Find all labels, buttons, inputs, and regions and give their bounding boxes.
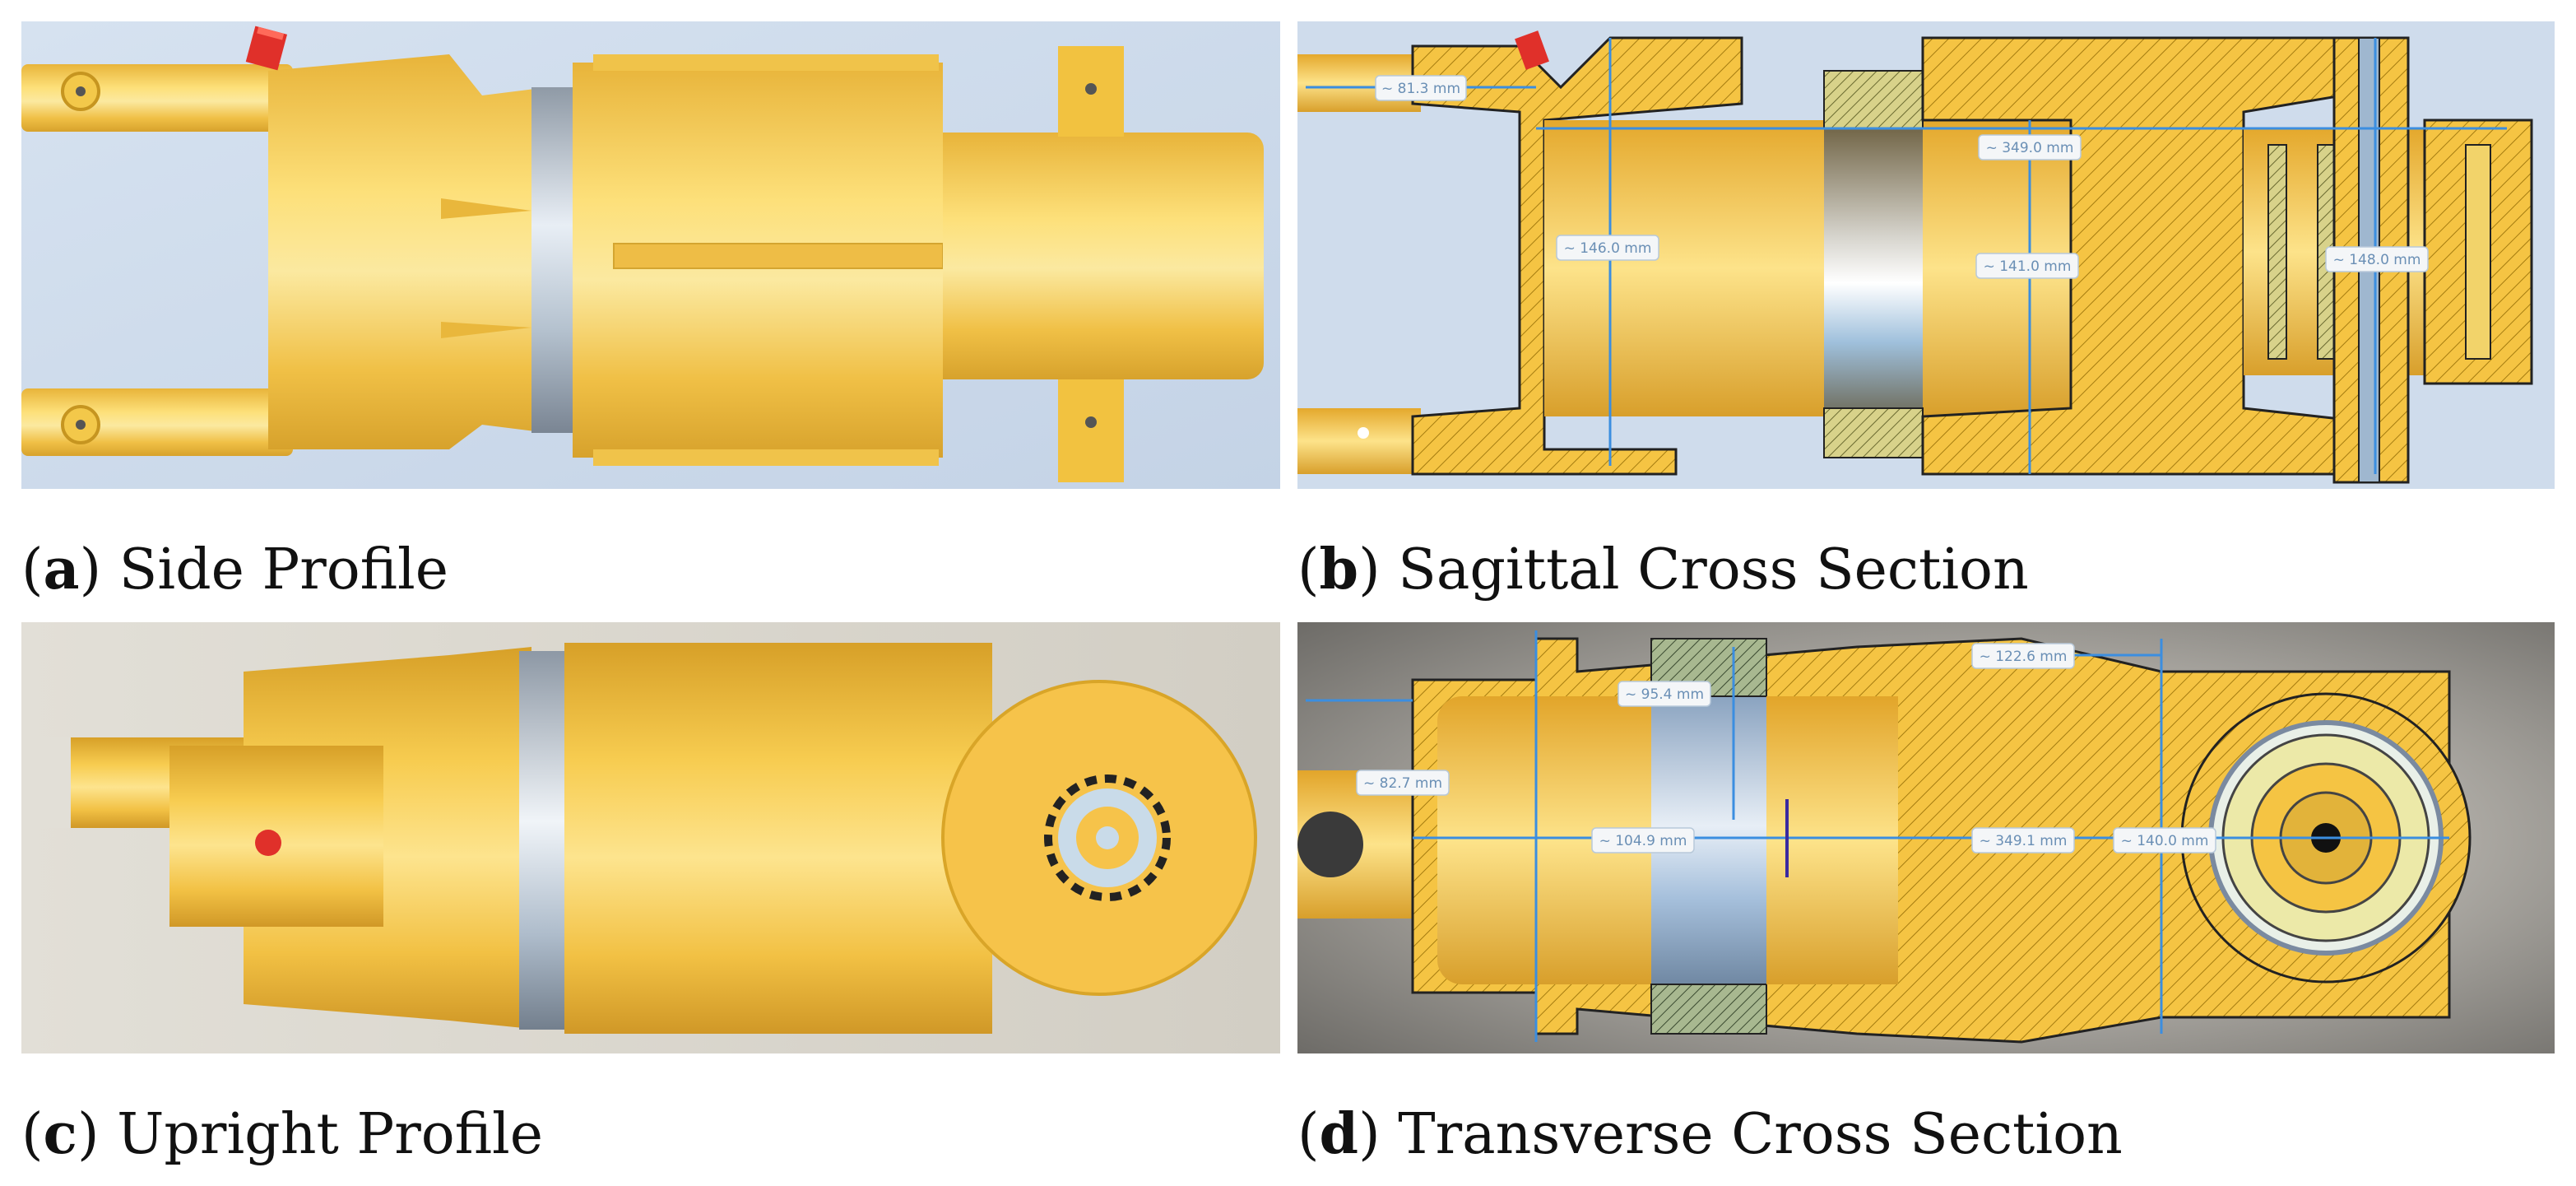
caption-a-letter: a: [43, 537, 80, 602]
dim-label-b-3: ~ 141.0 mm: [1975, 253, 2079, 279]
caption-c-title: Upright Profile: [117, 1102, 543, 1167]
transverse-section-render: ~ 122.6 mm ~ 95.4 mm ~ 82.7 mm ~ 104.9 m…: [1297, 622, 2555, 1053]
dim-label-d-1: ~ 95.4 mm: [1618, 681, 1711, 707]
side-profile-render: [21, 21, 1280, 489]
caption-a: (a) Side Profile: [21, 537, 449, 602]
red-valve-cap: [255, 830, 281, 856]
sagittal-section-render: ~ 81.3 mm ~ 349.0 mm ~ 146.0 mm ~ 141.0 …: [1297, 21, 2555, 489]
caption-c-letter: c: [43, 1101, 77, 1167]
caption-c: (c) Upright Profile: [21, 1101, 543, 1167]
svg-text:~ 140.0 mm: ~ 140.0 mm: [2121, 833, 2209, 849]
panel-c-upright-profile: [21, 622, 1280, 1053]
caption-a-title: Side Profile: [118, 537, 449, 602]
panel-d-transverse-cross-section: ~ 122.6 mm ~ 95.4 mm ~ 82.7 mm ~ 104.9 m…: [1297, 622, 2555, 1053]
dim-label-d-4: ~ 349.1 mm: [1971, 827, 2075, 853]
svg-text:~ 146.0 mm: ~ 146.0 mm: [1564, 240, 1652, 257]
panel-b-sagittal-cross-section: ~ 81.3 mm ~ 349.0 mm ~ 146.0 mm ~ 141.0 …: [1297, 21, 2555, 489]
dim-label-d-0: ~ 122.6 mm: [1971, 643, 2075, 669]
svg-text:~ 141.0 mm: ~ 141.0 mm: [1984, 258, 2072, 275]
caption-d: (d) Transverse Cross Section: [1297, 1101, 2123, 1167]
dim-label-b-4: ~ 148.0 mm: [2325, 246, 2429, 272]
svg-text:~ 81.3 mm: ~ 81.3 mm: [1381, 81, 1460, 97]
upright-profile-render: [21, 622, 1280, 1053]
metal-ring: [519, 651, 569, 1030]
dim-label-d-3: ~ 104.9 mm: [1591, 827, 1695, 853]
red-valve-cap: [245, 26, 288, 71]
svg-text:~ 122.6 mm: ~ 122.6 mm: [1980, 649, 2068, 665]
svg-text:~ 349.0 mm: ~ 349.0 mm: [1986, 140, 2074, 156]
dim-label-b-2: ~ 146.0 mm: [1556, 235, 1659, 261]
piston: [1824, 120, 1923, 416]
caption-d-letter: d: [1319, 1101, 1359, 1167]
caption-b-letter: b: [1319, 537, 1359, 602]
caption-b-title: Sagittal Cross Section: [1398, 537, 2029, 602]
red-fitting: [1515, 30, 1549, 70]
dim-label-d-5: ~ 140.0 mm: [2113, 827, 2216, 853]
svg-text:~ 104.9 mm: ~ 104.9 mm: [1599, 833, 1687, 849]
caption-d-title: Transverse Cross Section: [1398, 1102, 2123, 1167]
dim-label-b-1: ~ 349.0 mm: [1978, 134, 2082, 160]
dim-label-d-2: ~ 82.7 mm: [1356, 770, 1450, 796]
svg-text:~ 82.7 mm: ~ 82.7 mm: [1363, 775, 1442, 792]
svg-text:~ 349.1 mm: ~ 349.1 mm: [1980, 833, 2068, 849]
svg-text:~ 95.4 mm: ~ 95.4 mm: [1625, 686, 1704, 703]
dim-label-b-0: ~ 81.3 mm: [1375, 75, 1467, 101]
svg-text:~ 148.0 mm: ~ 148.0 mm: [2333, 252, 2421, 268]
panel-a-side-profile: [21, 21, 1280, 489]
caption-b: (b) Sagittal Cross Section: [1297, 537, 2029, 602]
